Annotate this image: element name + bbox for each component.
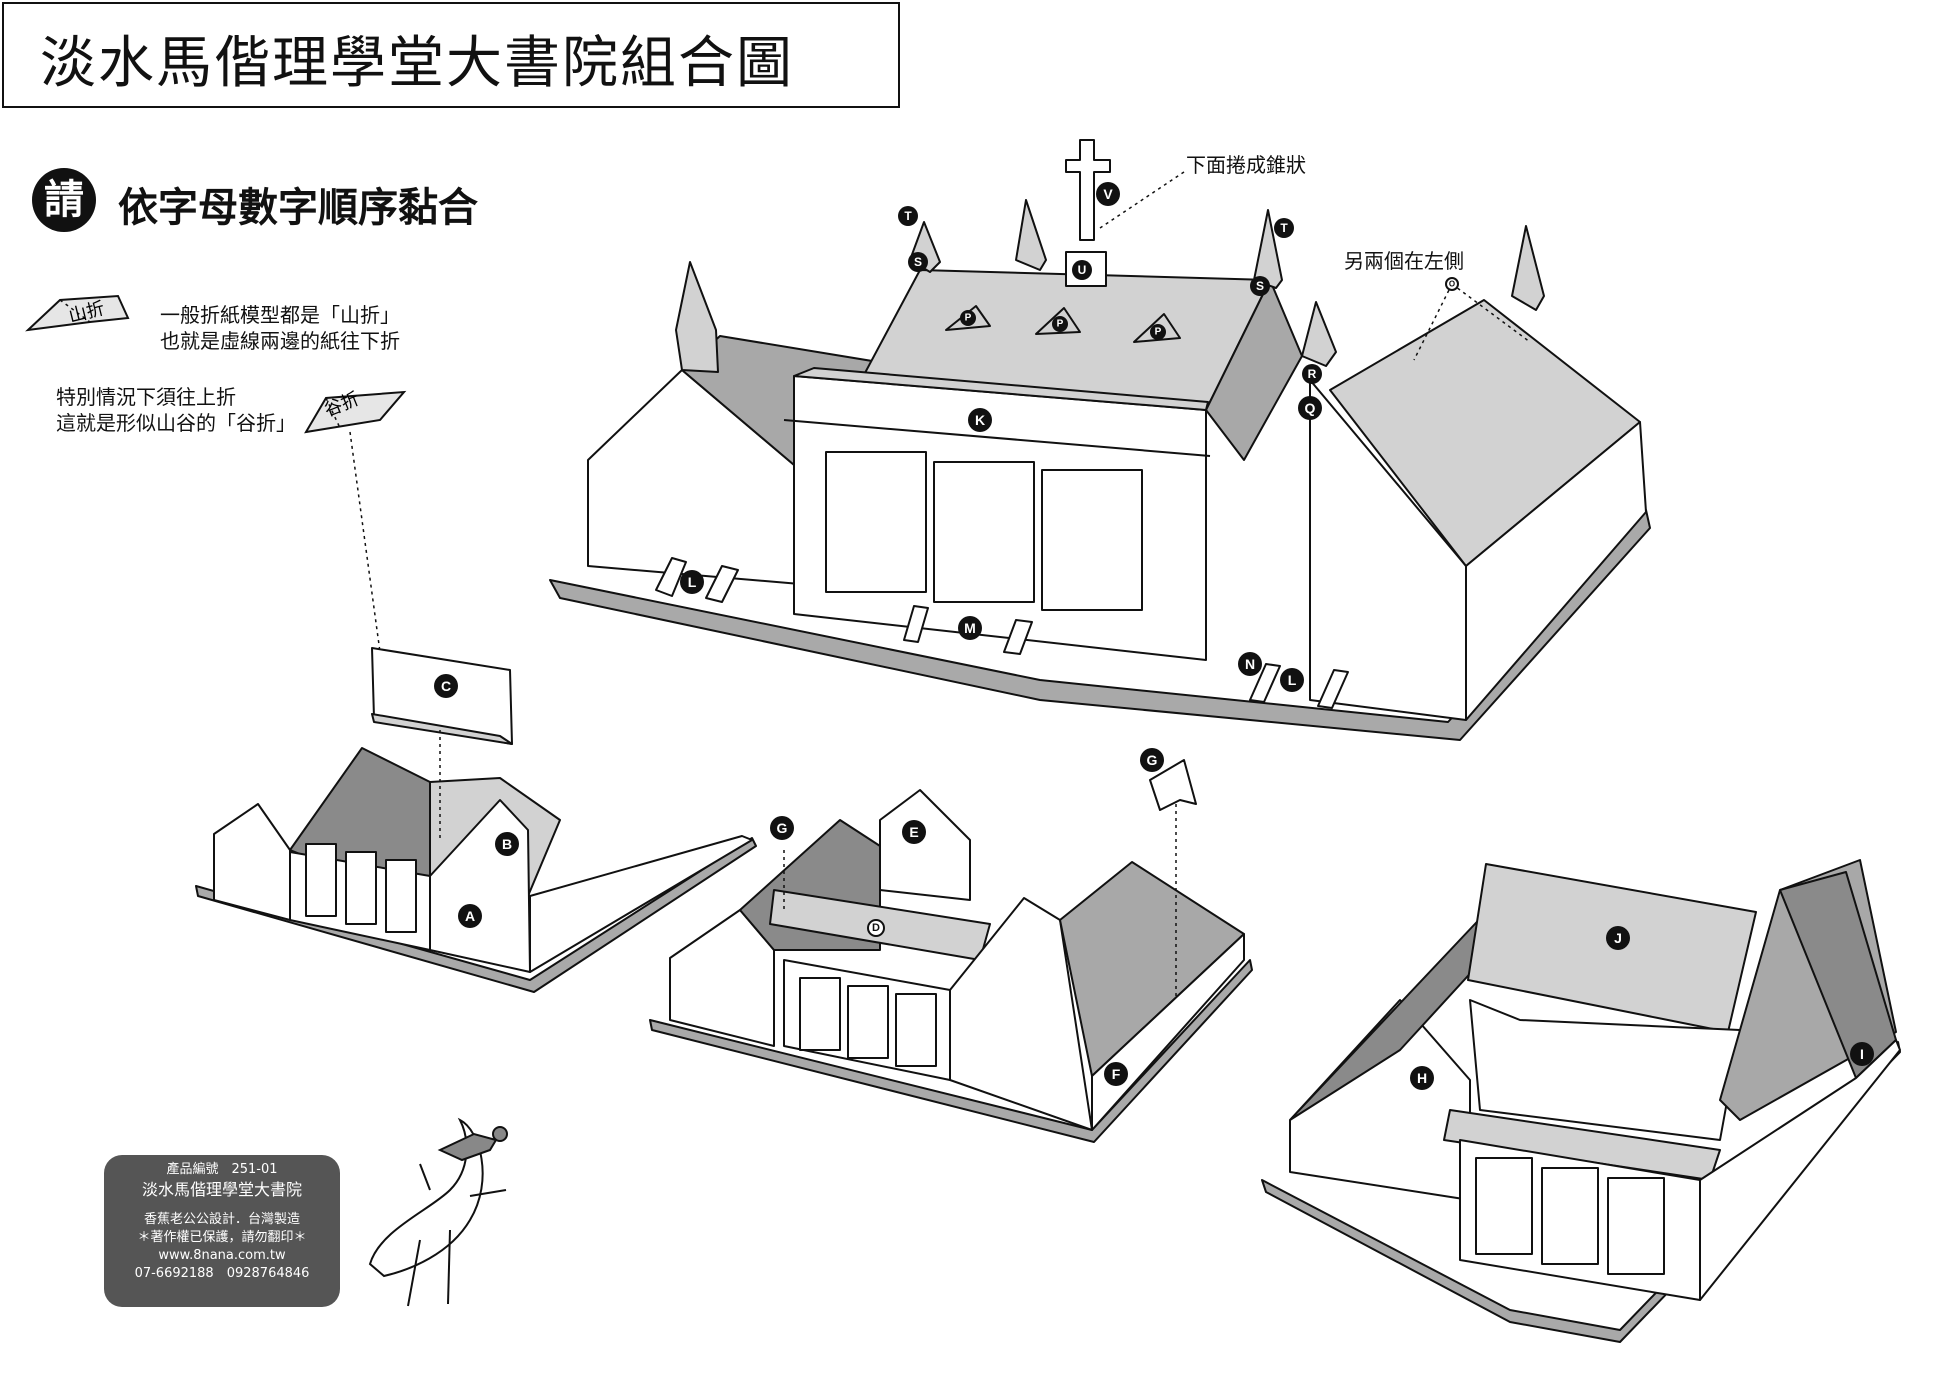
part-label-p-3: P [1133,313,1181,343]
svg-text:V: V [1103,186,1113,202]
other-side-annotation: 另兩個在左側 [1344,249,1464,273]
instruction-text: 依字母數字順序黏合 [118,185,478,231]
part-label-c: C [434,674,458,698]
mountain-fold-note-line1: 一般折紙模型都是「山折」 [160,303,400,327]
part-label-l-2: L [1280,668,1304,692]
part-labels: A B C D E F G G H I J K L L M N O P P P … [434,182,1874,1090]
svg-text:P: P [1155,327,1162,338]
part-label-i: I [1850,1042,1874,1066]
svg-text:P: P [1057,319,1064,330]
svg-text:L: L [1288,672,1297,688]
svg-text:Q: Q [1305,400,1316,416]
mountain-fold-note-line2: 也就是虛線兩邊的紙往下折 [160,329,400,353]
part-label-h: H [1410,1066,1434,1090]
svg-text:A: A [465,908,475,924]
svg-text:C: C [441,678,451,694]
valley-fold-leader [349,431,381,653]
part-label-s-1: S [908,252,928,272]
part-label-k: K [968,408,992,432]
part-label-b: B [495,832,519,856]
part-label-e: E [902,820,926,844]
svg-text:F: F [1112,1066,1121,1082]
right-building-assembly [1261,859,1901,1343]
svg-text:T: T [1280,221,1288,235]
banana-mascot [368,1117,508,1307]
designer-credit: 香蕉老公公設計．台灣製造 [143,1212,300,1227]
valley-fold-example: 谷折 [304,388,407,434]
svg-text:U: U [1078,263,1087,277]
main-building-assembly [549,139,1651,741]
part-label-g-1: G [770,816,794,840]
svg-text:L: L [688,574,697,590]
instruction-badge: 請 [32,168,96,232]
product-info-panel: 產品編號 251-01 淡水馬偕理學堂大書院 香蕉老公公設計．台灣製造 ＊著作權… [104,1155,340,1307]
part-label-t-1: T [898,206,918,226]
part-label-f: F [1104,1062,1128,1086]
part-label-s-2: S [1250,276,1270,296]
valley-fold-note-line2: 這就是形似山谷的「谷折」 [56,411,296,435]
mountain-fold-example: 山折 [25,294,130,332]
svg-text:P: P [965,313,972,324]
part-label-p-2: P [1035,307,1081,335]
copyright-note: ＊著作權已保護，請勿翻印＊ [137,1230,307,1245]
part-label-q: Q [1298,396,1322,420]
part-label-v: V [1096,182,1120,206]
website: www.8nana.com.tw [158,1248,286,1263]
svg-text:N: N [1245,656,1255,672]
left-building-assembly [195,647,757,993]
part-label-o: O [1445,277,1459,291]
svg-text:S: S [914,255,922,269]
product-number: 產品編號 251-01 [166,1162,278,1177]
svg-text:O: O [1449,280,1455,289]
part-label-l-1: L [680,570,704,594]
part-label-j: J [1606,926,1630,950]
svg-text:G: G [777,820,788,836]
part-label-u: U [1072,260,1092,280]
svg-text:G: G [1147,752,1158,768]
part-label-g-2: G [1140,748,1164,772]
svg-text:E: E [909,824,918,840]
title-frame [2,2,900,108]
svg-text:D: D [872,922,880,934]
svg-text:R: R [1308,367,1317,381]
part-label-r: R [1302,364,1322,384]
cone-annotation: 下面捲成錐狀 [1186,153,1306,177]
svg-text:H: H [1417,1070,1427,1086]
page-title: 淡水馬偕理學堂大書院組合圖 [40,31,794,96]
part-label-m: M [958,616,982,640]
svg-text:B: B [502,836,512,852]
part-label-t-2: T [1274,218,1294,238]
valley-fold-note-line1: 特別情況下須往上折 [56,385,236,409]
svg-text:T: T [904,209,912,223]
svg-text:J: J [1614,930,1622,946]
svg-text:S: S [1256,279,1264,293]
part-label-p-1: P [945,305,991,331]
middle-building-assembly [649,759,1253,1143]
svg-text:K: K [975,412,985,428]
product-name: 淡水馬偕理學堂大書院 [141,1180,302,1199]
part-label-d: D [867,919,885,937]
part-label-a: A [458,904,482,928]
svg-text:M: M [964,620,976,636]
part-label-n: N [1238,652,1262,676]
svg-text:I: I [1860,1046,1864,1062]
phone-numbers: 07-6692188 0928764846 [134,1266,310,1281]
